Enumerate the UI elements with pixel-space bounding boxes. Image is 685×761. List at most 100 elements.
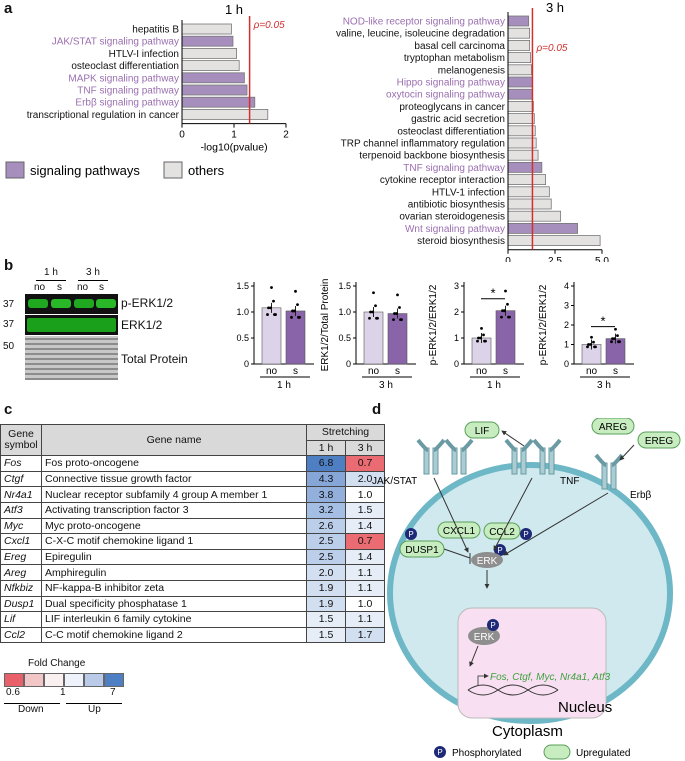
gene-symbol: Dusp1 [0,595,42,613]
receptor-jakstat [444,438,474,475]
fc-tick-high: 7 [110,687,116,698]
gene-name: Connective tissue growth factor [41,470,307,488]
gene-name: Amphiregulin [41,564,307,581]
svg-text:P: P [437,748,442,757]
time-label: 1 h [277,380,291,391]
y-tick-label: 3 [454,281,459,291]
fold-change-1h: 2.5 [306,533,346,550]
bar [363,311,384,365]
time-label: 1 h [487,380,501,391]
erk-pathway-diagram: LIF AREG EREG JAK/STAT TNF Erbβ CXCL1 CC… [372,418,681,760]
x-tick-label: 0 [505,256,511,262]
y-axis-label: ERK1/2/Total Protein [320,279,331,372]
upregulated-legend-icon [543,744,571,760]
bar-label: HTLV-I infection [109,49,179,60]
gene-name: C-X-C motif chemokine ligand 1 [41,533,307,550]
gene-name: Fos proto-oncogene [41,455,307,472]
cytoplasm-label: Cytoplasm [492,723,563,740]
fold-change-3h: 1.4 [345,517,385,535]
panel-a-chart-title: 1 h [225,2,243,17]
receptor-tnf [504,438,534,475]
panel-label-a: a [4,0,13,17]
bar-label: TNF signaling pathway [77,86,179,97]
bar [507,161,543,173]
fold-change-1h: 2.6 [306,517,346,535]
p-erk-band-strip [25,294,118,314]
gene-name: Dual specificity phosphatase 1 [41,595,307,613]
svg-text:P: P [408,530,413,539]
fc-tick-low: 0.6 [6,687,20,698]
category-label: s [613,366,618,377]
legend-others: others [188,163,225,178]
bar [181,23,232,35]
dusp1-label: DUSP1 [405,545,439,556]
x-axis-label: -log10(pvalue) [200,142,267,154]
bar [507,125,536,137]
gene-symbol: Areg [0,564,42,581]
bar [261,307,282,365]
total-protein-strip [25,336,118,380]
gene-name: LIF interleukin 6 family cytokine [41,611,307,628]
y-tick-label: 1 [454,333,459,343]
bar [495,310,516,365]
bar [181,96,256,108]
bar-label: Hippo signaling pathway [397,78,505,89]
gene-symbol: Nr4a1 [0,486,42,503]
y-tick-label: 1.0 [236,307,249,317]
bar [181,48,237,59]
header-stretching: Stretching [306,424,385,441]
lane-label: no [34,282,46,293]
bar-label: melanogenesis [438,65,505,76]
bar-label: oxytocin signaling pathway [386,90,505,101]
gene-symbol: Ctgf [0,470,42,488]
bar-label: osteoclast differentiation [397,126,505,137]
bar-label: cytokine receptor interaction [380,175,505,186]
gene-name: NF-kappa-B inhibitor zeta [41,579,307,597]
y-tick-label: 4 [564,281,569,291]
bar-label: transcriptional regulation in cancer [27,110,180,121]
label-erb: Erbβ [630,490,652,501]
bar-label: antibiotic biosynthesis [408,200,505,211]
panel-label-c: c [4,401,13,418]
y-tick-label: 0 [244,359,249,369]
erk-band-strip [25,315,118,335]
bar-label: NOD-like receptor signaling pathway [343,17,505,28]
gene-name: Epiregulin [41,548,307,566]
gene-name: Nuclear receptor subfamily 4 group A mem… [41,486,307,503]
bar-label: basal cell carcinoma [414,41,505,52]
receptor-erb [594,453,624,490]
ligand-lif [464,421,500,439]
gene-name: C-C motif chemokine ligand 2 [41,626,307,644]
cxcl1-node [437,521,481,539]
bar-label: JAK/STAT signaling pathway [52,37,179,48]
bar-label: Wnt signaling pathway [405,224,505,235]
bar [181,35,234,47]
fold-change-3h: 1.4 [345,548,385,566]
category-label: no [476,366,488,377]
fold-change-1h: 1.9 [306,595,346,613]
bar [507,88,533,100]
legend-signaling: signaling pathways [30,163,140,178]
fc-down: Down [18,704,44,715]
label-jakstat: JAK/STAT [372,476,417,487]
y-tick-label: 0.5 [338,333,351,343]
label-tnf: TNF [560,476,579,487]
ccl2-label: CCL2 [489,527,515,538]
y-tick-label: 0.5 [236,333,249,343]
bar-label: TRP channel inflammatory regulation [341,139,505,150]
band-label: ERK1/2 [121,318,163,332]
bar [181,72,245,84]
ligand-ereg-label: EREG [645,436,674,447]
western-blot: 1 h 3 h no s no s 37 37 50 p-ERK1/2 ERK1… [0,262,230,382]
bar [181,60,240,71]
significance-star: * [600,314,605,329]
category-label: s [503,366,508,377]
y-tick-label: 0 [346,359,351,369]
gene-name: Myc proto-oncogene [41,517,307,535]
fold-change-1h: 1.5 [306,626,346,644]
